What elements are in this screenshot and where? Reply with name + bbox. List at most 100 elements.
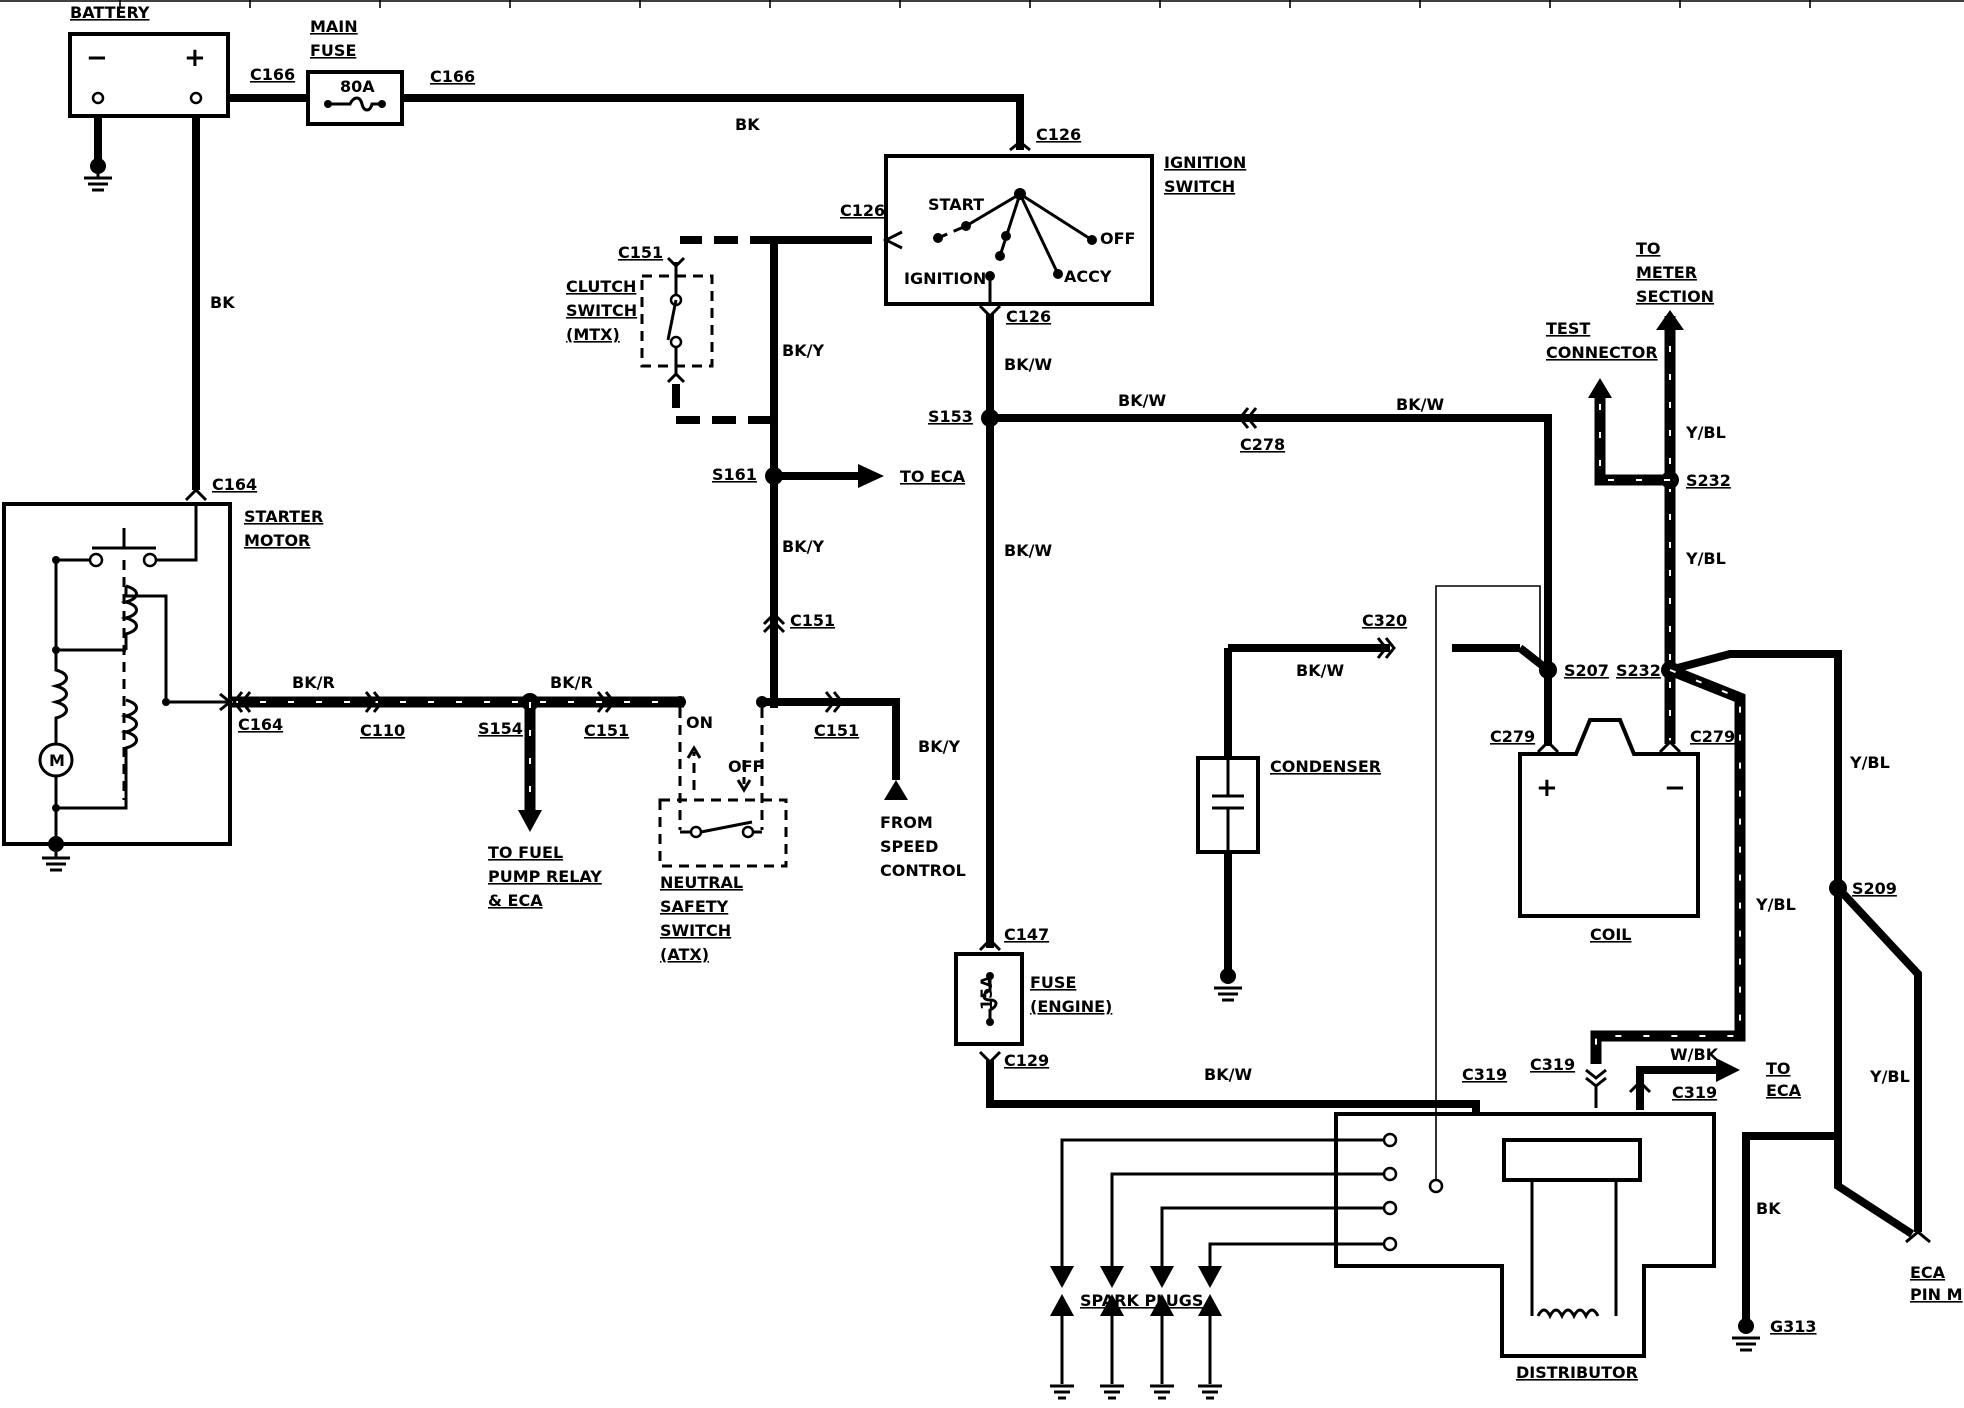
svg-text:DISTRIBUTOR: DISTRIBUTOR	[1516, 1363, 1638, 1382]
ign-ignition-label: IGNITION	[904, 269, 986, 288]
svg-text:FUSE: FUSE	[1030, 973, 1076, 992]
wire-bk-w-4: BK/W	[1396, 395, 1444, 414]
wire-bk-r-1: BK/R	[292, 673, 335, 692]
motor-m: M	[49, 751, 65, 770]
svg-text:STARTER: STARTER	[244, 507, 323, 526]
wire-y-bl-4: Y/BL	[1869, 1067, 1910, 1086]
connector-c151-c: C151	[584, 721, 629, 740]
splice-s153: S153	[928, 407, 973, 426]
connector-c151-a: C151	[618, 243, 663, 262]
svg-text:COIL: COIL	[1590, 925, 1632, 944]
connector-c126-c: C126	[1006, 307, 1051, 326]
svg-text:FROM: FROM	[880, 813, 933, 832]
wire-bk-w-3: BK/W	[1118, 391, 1166, 410]
svg-text:SPEED: SPEED	[880, 837, 938, 856]
frame-ticks	[0, 0, 1964, 8]
wire-y-bl-2: Y/BL	[1685, 423, 1726, 442]
svg-text:TEST: TEST	[1546, 319, 1590, 338]
splice-s209: S209	[1852, 879, 1897, 898]
battery-pos-terminal: +	[184, 43, 206, 73]
connector-c110: C110	[360, 721, 405, 740]
connector-c147: C147	[1004, 925, 1049, 944]
svg-text:TO FUEL: TO FUEL	[488, 843, 563, 862]
nss-off-label: OFF	[728, 757, 763, 776]
connector-c151-d: C151	[814, 721, 859, 740]
svg-text:CLUTCH: CLUTCH	[566, 277, 636, 296]
coil-pos-terminal: +	[1536, 773, 1558, 803]
connector-c320: C320	[1362, 611, 1407, 630]
to-eca-label: TO ECA	[900, 467, 966, 486]
wire-bk-w-1: BK/W	[1004, 355, 1052, 374]
wire-bk-r-2: BK/R	[550, 673, 593, 692]
connector-c279-a: C279	[1490, 727, 1535, 746]
svg-text:TO: TO	[1636, 239, 1661, 258]
svg-text:(MTX): (MTX)	[566, 325, 620, 344]
svg-text:MAIN: MAIN	[310, 17, 358, 36]
ign-accy-label: ACCY	[1064, 267, 1112, 286]
ign-off-label: OFF	[1100, 229, 1135, 248]
ign-start-label: START	[928, 195, 984, 214]
svg-text:METER: METER	[1636, 263, 1697, 282]
connector-c126-b: C126	[840, 201, 885, 220]
connector-c319-b: C319	[1530, 1055, 1575, 1074]
svg-text:CONDENSER: CONDENSER	[1270, 757, 1381, 776]
svg-text:PUMP RELAY: PUMP RELAY	[488, 867, 602, 886]
connector-c319-c: C319	[1672, 1083, 1717, 1102]
svg-text:PIN M: PIN M	[1910, 1285, 1963, 1304]
svg-text:NEUTRAL: NEUTRAL	[660, 873, 743, 892]
svg-text:MOTOR: MOTOR	[244, 531, 310, 550]
svg-text:ECA: ECA	[1766, 1081, 1802, 1100]
connector-c166-b: C166	[430, 67, 475, 86]
svg-text:(ENGINE): (ENGINE)	[1030, 997, 1112, 1016]
splice-s161: S161	[712, 465, 757, 484]
engine-fuse: C147 15A FUSE (ENGINE)	[954, 925, 1112, 1065]
splice-s232-b: S232	[1616, 661, 1661, 680]
wire-bk-y-3: BK/Y	[918, 737, 960, 756]
connector-c319-a: C319	[1462, 1065, 1507, 1084]
svg-text:FUSE: FUSE	[310, 41, 356, 60]
wire-bk-w-2: BK/W	[1004, 541, 1052, 560]
ignition-coil: + − COIL	[1518, 718, 1700, 944]
connector-c164-a: C164	[212, 475, 257, 494]
ignition-switch: IGNITION SWITCH START IGNITION OFF ACCY	[882, 153, 1246, 306]
splice-s207: S207	[1564, 661, 1609, 680]
wire-bk-w-6: BK/W	[1204, 1065, 1252, 1084]
wire-y-bl-3: Y/BL	[1849, 753, 1890, 772]
wire-bk-left: BK	[210, 293, 235, 312]
neutral-safety-switch: ON OFF NEUTRAL SAFETY SWITCH (ATX)	[658, 708, 788, 964]
clutch-switch: C151 CLUTCH SWITCH (MTX)	[566, 243, 774, 424]
battery: − + BATTERY	[68, 3, 230, 192]
svg-text:CONTROL: CONTROL	[880, 861, 966, 880]
svg-text:SPARK PLUGS: SPARK PLUGS	[1080, 1291, 1203, 1310]
nss-on-label: ON	[686, 713, 713, 732]
svg-text:SWITCH: SWITCH	[1164, 177, 1235, 196]
wire-y-bl-5: Y/BL	[1755, 895, 1796, 914]
condenser: CONDENSER	[1196, 756, 1381, 1002]
wire-bk-y-1: BK/Y	[782, 341, 824, 360]
wire-y-bl-1: Y/BL	[1685, 549, 1726, 568]
svg-text:(ATX): (ATX)	[660, 945, 709, 964]
connector-c166-a: C166	[250, 65, 295, 84]
wire-bk-g313: BK	[1756, 1199, 1781, 1218]
wire-bk-w-5: BK/W	[1296, 661, 1344, 680]
splice-s232-a: S232	[1686, 471, 1731, 490]
starter-motor: STARTER MOTOR M	[2, 502, 323, 872]
wire-w-bk: W/BK	[1670, 1045, 1719, 1064]
coil-neg-terminal: −	[1664, 773, 1686, 803]
splice-s154: S154	[478, 719, 523, 738]
svg-text:SWITCH: SWITCH	[660, 921, 731, 940]
connector-c279-b: C279	[1690, 727, 1735, 746]
svg-text:SAFETY: SAFETY	[660, 897, 729, 916]
spark-plugs: SPARK PLUGS	[1050, 1266, 1222, 1400]
svg-text:IGNITION: IGNITION	[1164, 153, 1246, 172]
connector-c164-b: C164	[238, 715, 283, 734]
svg-text:TO: TO	[1766, 1059, 1791, 1078]
svg-text:CONNECTOR: CONNECTOR	[1546, 343, 1658, 362]
battery-neg-terminal: −	[86, 43, 108, 73]
svg-text:SWITCH: SWITCH	[566, 301, 637, 320]
svg-text:SECTION: SECTION	[1636, 287, 1714, 306]
ground-g313: G313	[1770, 1317, 1817, 1336]
connector-c129: C129	[1004, 1051, 1049, 1070]
main-fuse: MAIN FUSE 80A	[306, 17, 404, 126]
